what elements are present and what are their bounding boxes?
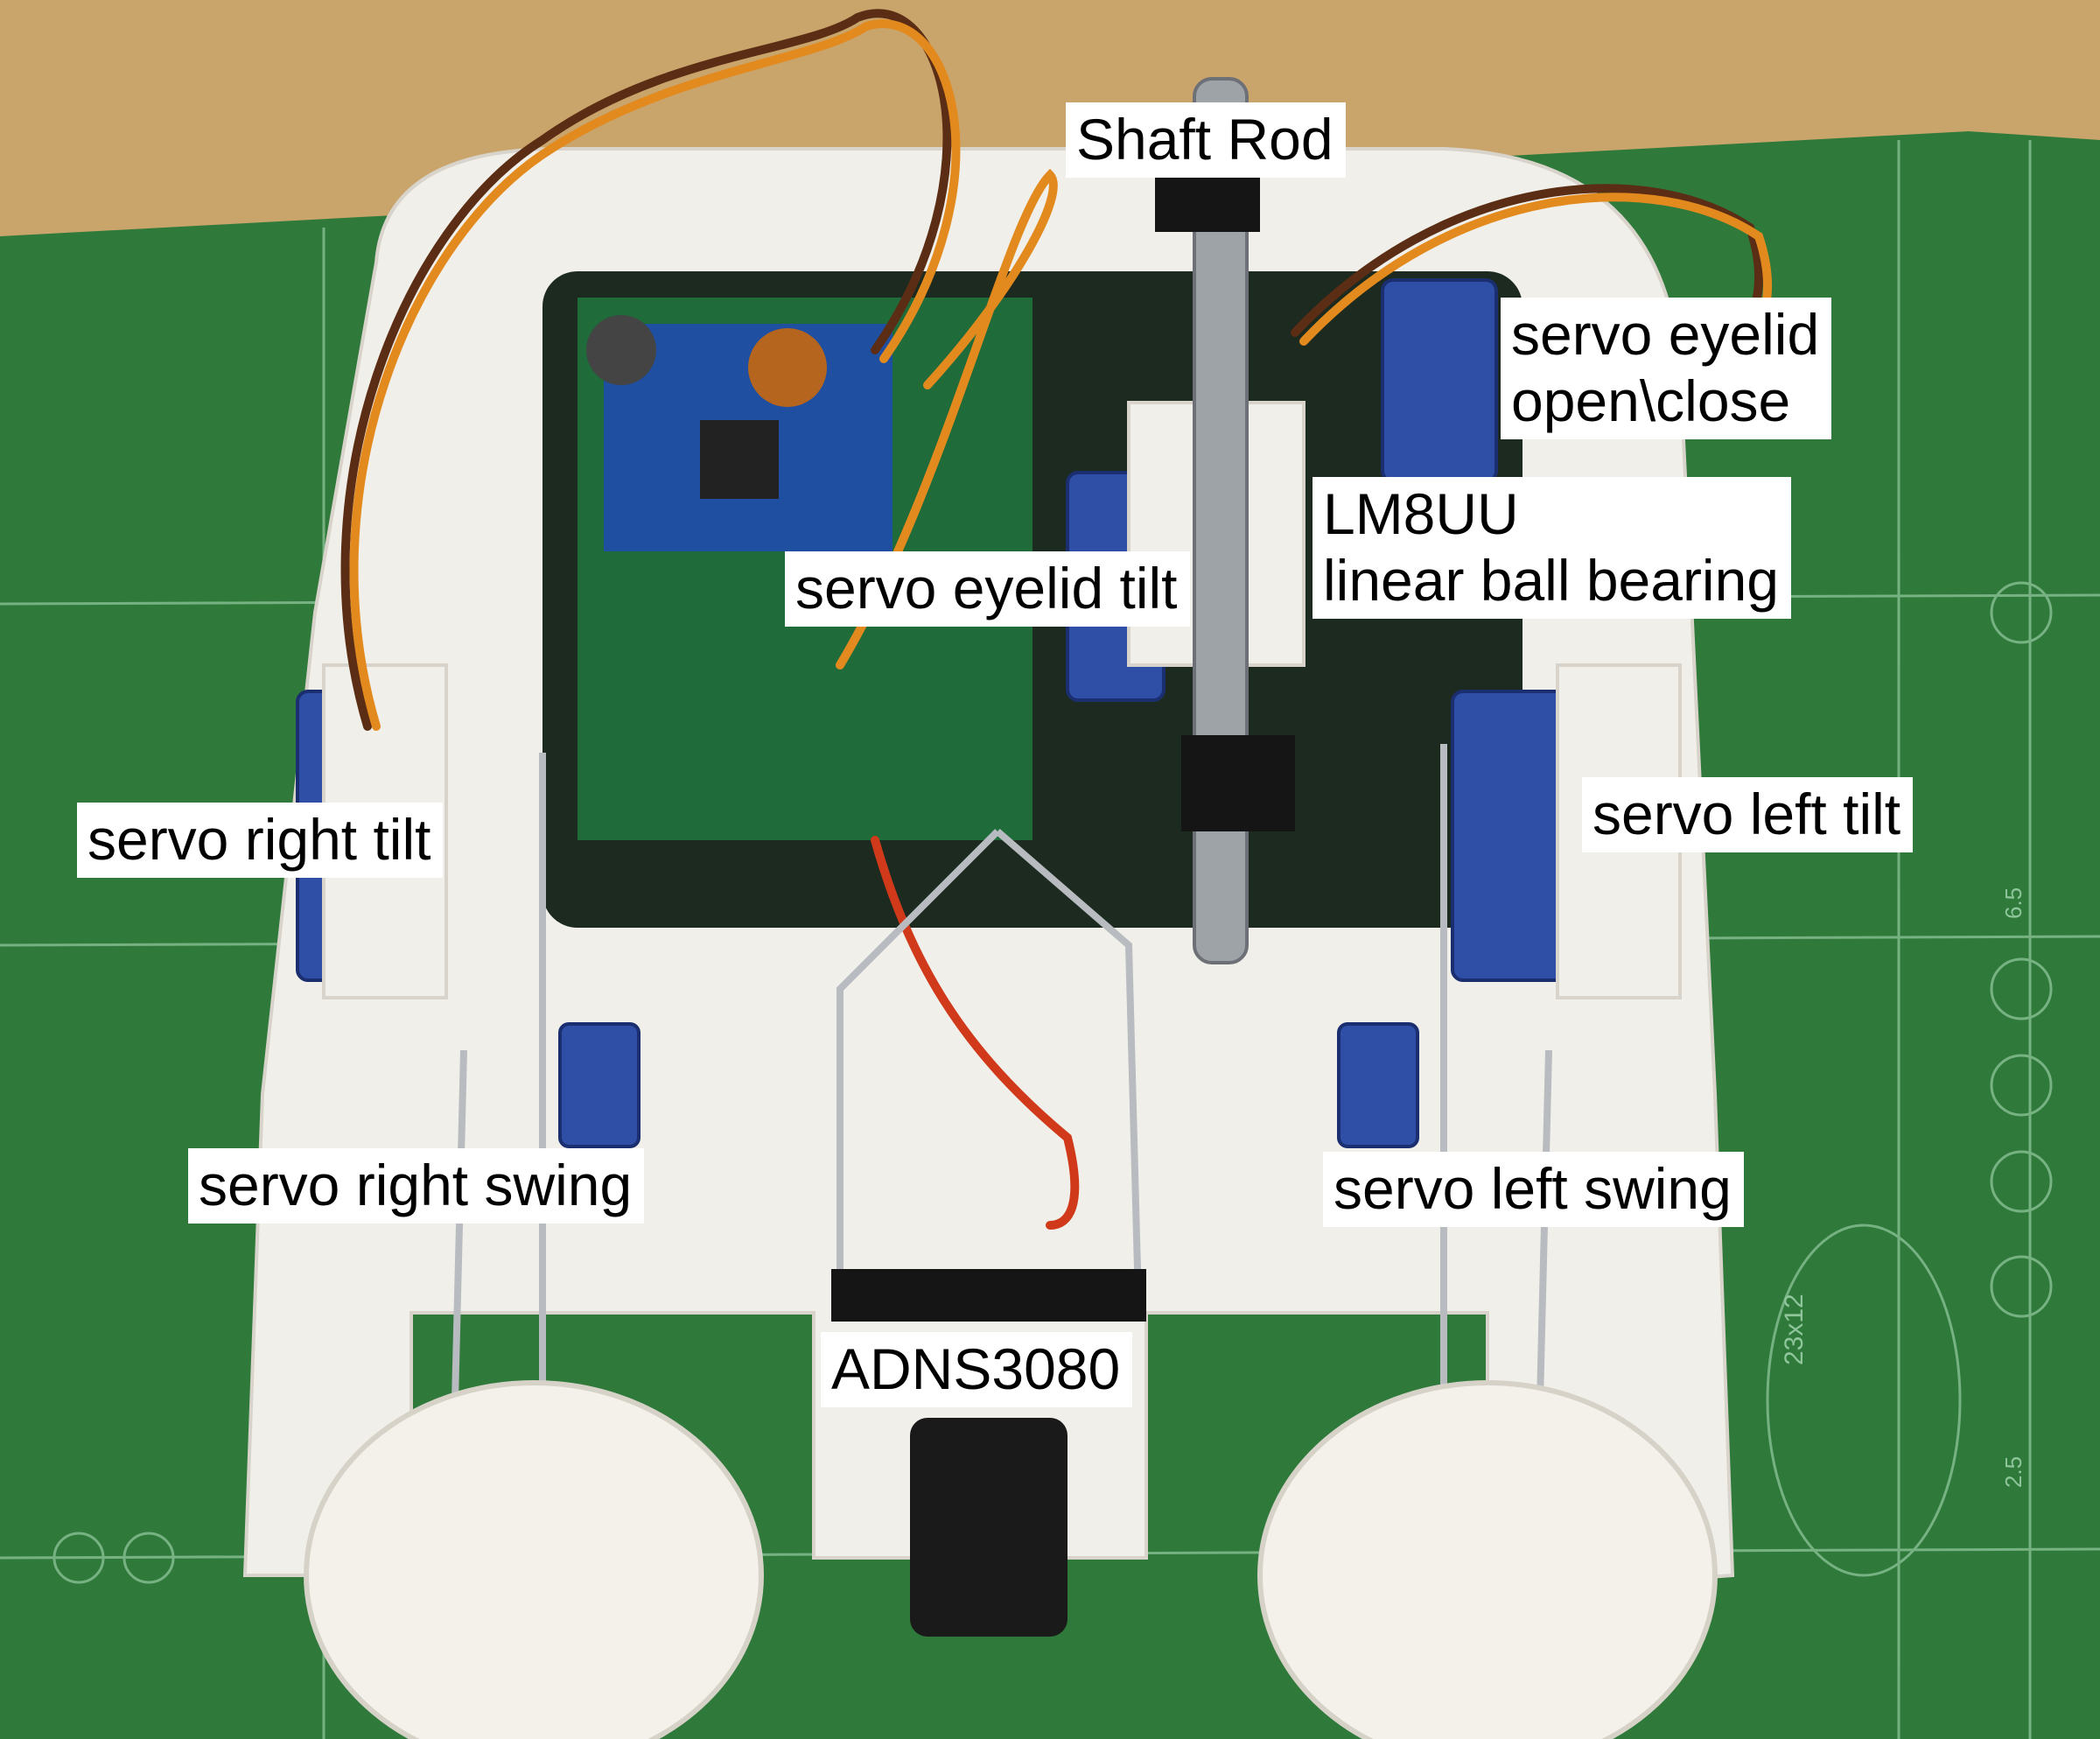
inductor [748,328,827,407]
servo-right-tilt-text: servo right tilt [88,807,431,872]
right-eyeball [304,1380,764,1739]
shaft-clamp [1181,735,1295,831]
servo-left-swing-label: servo left swing [1323,1152,1744,1227]
shaft-rod-label: Shaft Rod [1066,102,1346,178]
adns3080-text: ADNS3080 [831,1336,1121,1401]
servo-left-tilt-label: servo left tilt [1582,777,1914,852]
sensor-mount [831,1269,1146,1322]
adns3080-label: ADNS3080 [821,1332,1133,1407]
lm8uu-line-1: LM8UU [1323,481,1519,546]
chip [700,420,779,499]
servo-left-tilt-text: servo left tilt [1592,782,1901,846]
left-eyeball [1257,1380,1718,1739]
mat-marking: 2.5 [2000,1456,2026,1488]
servo-eyelid-open-close-label: servo eyelid open\close [1501,298,1832,439]
mat-marking: 6.5 [2000,887,2026,919]
shaft-rod-text: Shaft Rod [1076,107,1334,172]
mat-marking: 23x12 [1780,1294,1809,1365]
servo-eyelid-tilt-text: servo eyelid tilt [795,556,1178,621]
servo-left-swing-text: servo left swing [1334,1156,1732,1221]
lm8uu-label: LM8UU linear ball bearing [1312,477,1792,619]
sensor-lens [910,1418,1068,1637]
lm8uu-line-2: linear ball bearing [1323,548,1780,613]
servo-right-swing-text: servo right swing [199,1153,633,1217]
servo-eyelid-open-close-line-2: open\close [1511,368,1791,433]
shaft-collar [1155,171,1260,232]
capacitor [586,315,656,385]
servo-eyelid-tilt-label: servo eyelid tilt [785,551,1190,627]
servo-eyelid-open-close-line-1: servo eyelid [1511,302,1820,367]
servo-right-swing-label: servo right swing [188,1148,645,1224]
linkage-rods [452,744,1552,1401]
servo-right-tilt-label: servo right tilt [77,803,444,878]
